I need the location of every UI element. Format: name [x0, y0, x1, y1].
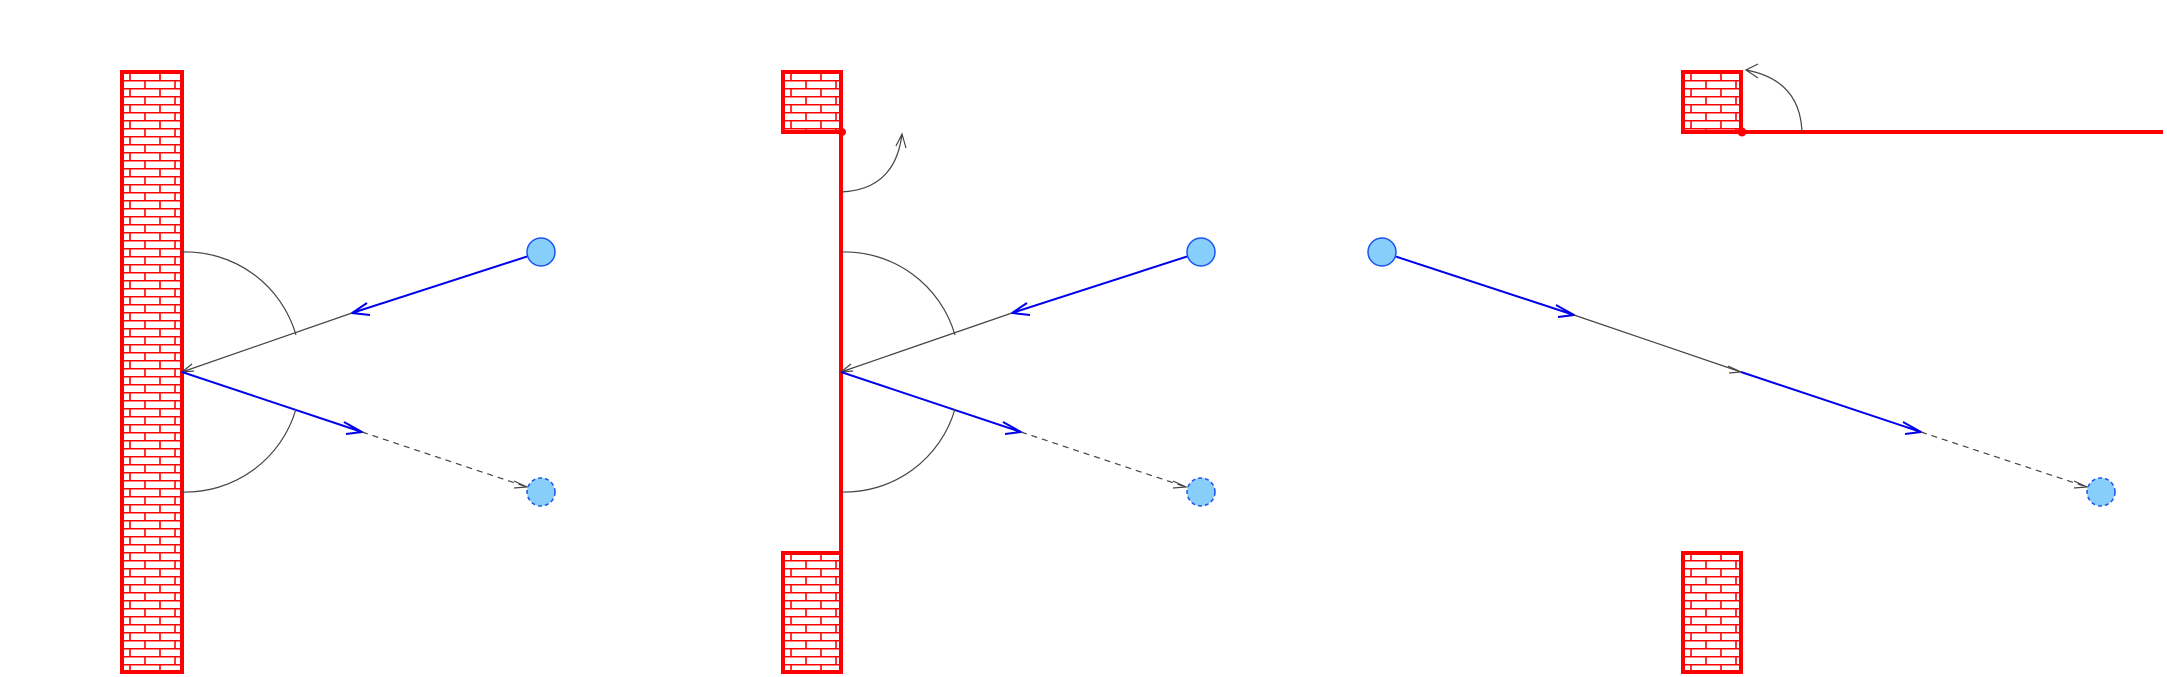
incidence-angle-arc [840, 251, 956, 336]
brick-wall-bottom-icon [781, 551, 843, 674]
ghost-ball-icon [526, 477, 556, 507]
ghost-ball-icon [2086, 477, 2116, 507]
ball-icon [1186, 237, 1216, 267]
rotation-arrow [1745, 69, 1803, 133]
reflection-angle-arc [840, 408, 956, 493]
brick-wall-icon [120, 70, 184, 674]
brick-wall-top-icon [781, 70, 843, 134]
ball-icon [1367, 237, 1397, 267]
reflected-ray [181, 371, 530, 489]
incoming-ray [839, 251, 1202, 373]
panel-solid-wall [120, 70, 556, 674]
brick-wall-bottom-icon [1681, 551, 1743, 674]
door-hinge-icon [838, 128, 846, 136]
reflection-angle-arc [181, 408, 297, 493]
incoming-ray [180, 251, 542, 373]
reflected-ray [840, 371, 1189, 489]
panel-door-open [1367, 63, 2163, 674]
ball-icon [526, 237, 556, 267]
incidence-angle-arc [181, 251, 297, 336]
straight-ray [1381, 251, 2090, 489]
brick-wall-top-icon [1681, 70, 1743, 134]
ghost-ball-icon [1186, 477, 1216, 507]
rotation-arrow [840, 133, 903, 193]
panel-door-closed [781, 70, 1216, 674]
door-hinge-icon [1737, 127, 1747, 137]
